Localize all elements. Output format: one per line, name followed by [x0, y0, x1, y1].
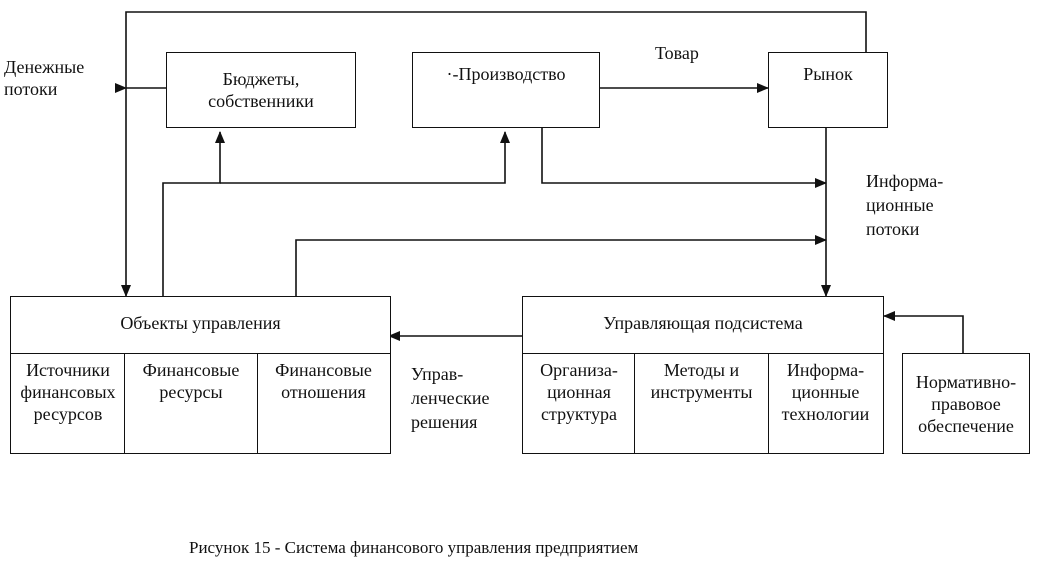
normative-label: Нормативно- правовое обеспечение: [915, 371, 1017, 436]
goods-label: Товар: [655, 43, 699, 63]
objects-separator-2: [257, 353, 258, 453]
budgets-box: Бюджеты, собственники: [166, 52, 356, 128]
subsystem-cell-structure: Организа- ционная структура: [540, 360, 618, 424]
objects-to-info-line: [295, 235, 827, 296]
market-label: Рынок: [803, 64, 853, 84]
objects-cell-resources: Финансовые ресурсы: [142, 360, 240, 402]
objects-to-production-line: [220, 131, 510, 184]
figure-caption: Рисунок 15 - Система финансового управле…: [189, 538, 639, 557]
production-box: ·-Производство: [412, 52, 600, 128]
market-to-objects-line: [121, 11, 867, 297]
subsystem-separator-2: [768, 353, 769, 453]
normative-to-subsystem-line: [883, 311, 964, 353]
subsystem-separator-1: [634, 353, 635, 453]
objects-divider: [11, 353, 390, 354]
objects-cell-relations: Финансовые отношения: [275, 360, 372, 402]
budgets-label: Бюджеты, собственники: [208, 69, 314, 111]
subsystem-title: Управляющая подсистема: [603, 313, 803, 333]
objects-separator-1: [124, 353, 125, 453]
objects-to-budgets-line: [162, 131, 225, 296]
subsystem-divider: [523, 353, 883, 354]
subsystem-box: Управляющая подсистема Организа- ционная…: [522, 296, 884, 454]
subsystem-cell-technologies: Информа- ционные технологии: [781, 360, 870, 424]
subsystem-cell-methods: Методы и инструменты: [650, 360, 753, 402]
objects-title: Объекты управления: [120, 313, 281, 333]
production-to-info-line: [541, 128, 827, 188]
info-flows-label: Информа- ционные потоки: [866, 171, 944, 239]
market-box: Рынок: [768, 52, 888, 128]
objects-box: Объекты управления Источники финансовых …: [10, 296, 391, 454]
normative-box: Нормативно- правовое обеспечение: [902, 353, 1030, 454]
production-label: ·-Производство: [446, 64, 566, 84]
objects-cell-sources: Источники финансовых ресурсов: [20, 360, 116, 424]
decisions-label: Управ- ленческие решения: [411, 364, 490, 432]
money-flows-label: Денежные потоки: [4, 57, 85, 99]
